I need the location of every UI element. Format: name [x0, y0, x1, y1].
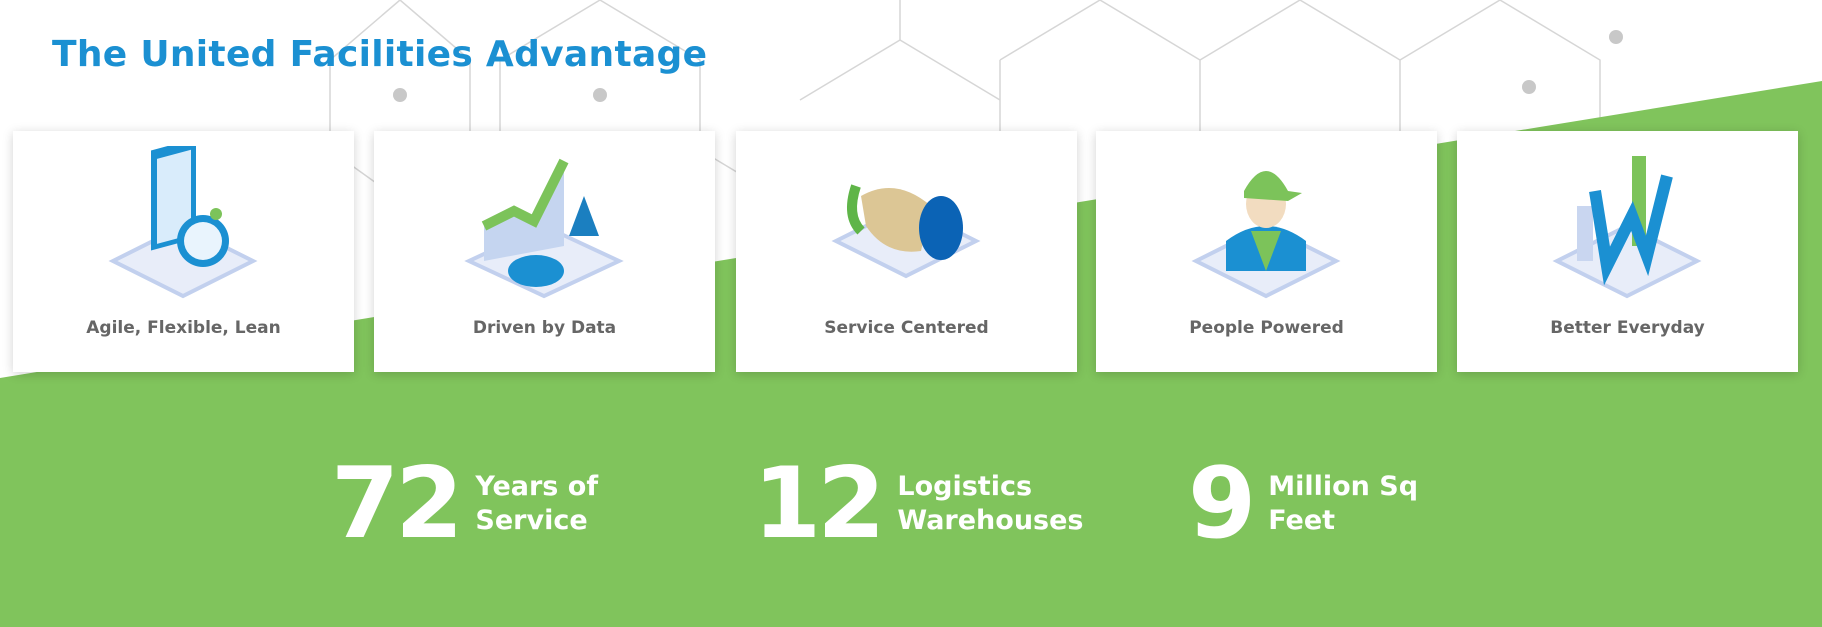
stat-number: 72: [331, 447, 463, 561]
card-label: Driven by Data: [472, 318, 617, 338]
card-service: Service Centered: [736, 131, 1077, 372]
card-agile: Agile, Flexible, Lean: [13, 131, 354, 372]
stat-label-line2: Feet: [1268, 505, 1336, 536]
card-label: Service Centered: [824, 318, 989, 338]
card-people: People Powered: [1096, 131, 1437, 372]
stat-number: 9: [1188, 447, 1256, 561]
stat-label-line1: Years of: [475, 471, 599, 502]
stat-number: 12: [753, 447, 885, 561]
card-data: Driven by Data: [374, 131, 715, 372]
card-label: Better Everyday: [1550, 318, 1705, 338]
stat-label-line1: Logistics: [897, 471, 1033, 502]
worker-icon: [1191, 171, 1341, 299]
handshake-icon: [831, 184, 981, 279]
stat-label-line2: Warehouses: [897, 505, 1084, 536]
card-label: People Powered: [1189, 318, 1344, 338]
clipboard-stopwatch-icon: [108, 146, 258, 299]
card-better: Better Everyday: [1457, 131, 1798, 372]
data-charts-icon: [464, 158, 624, 299]
card-label: Agile, Flexible, Lean: [86, 318, 281, 338]
growth-chart-icon: [1552, 156, 1702, 299]
stat-label-line1: Million Sq: [1268, 471, 1419, 502]
page-title: The United Facilities Advantage: [52, 34, 708, 75]
stat-label-line2: Service: [475, 505, 588, 536]
